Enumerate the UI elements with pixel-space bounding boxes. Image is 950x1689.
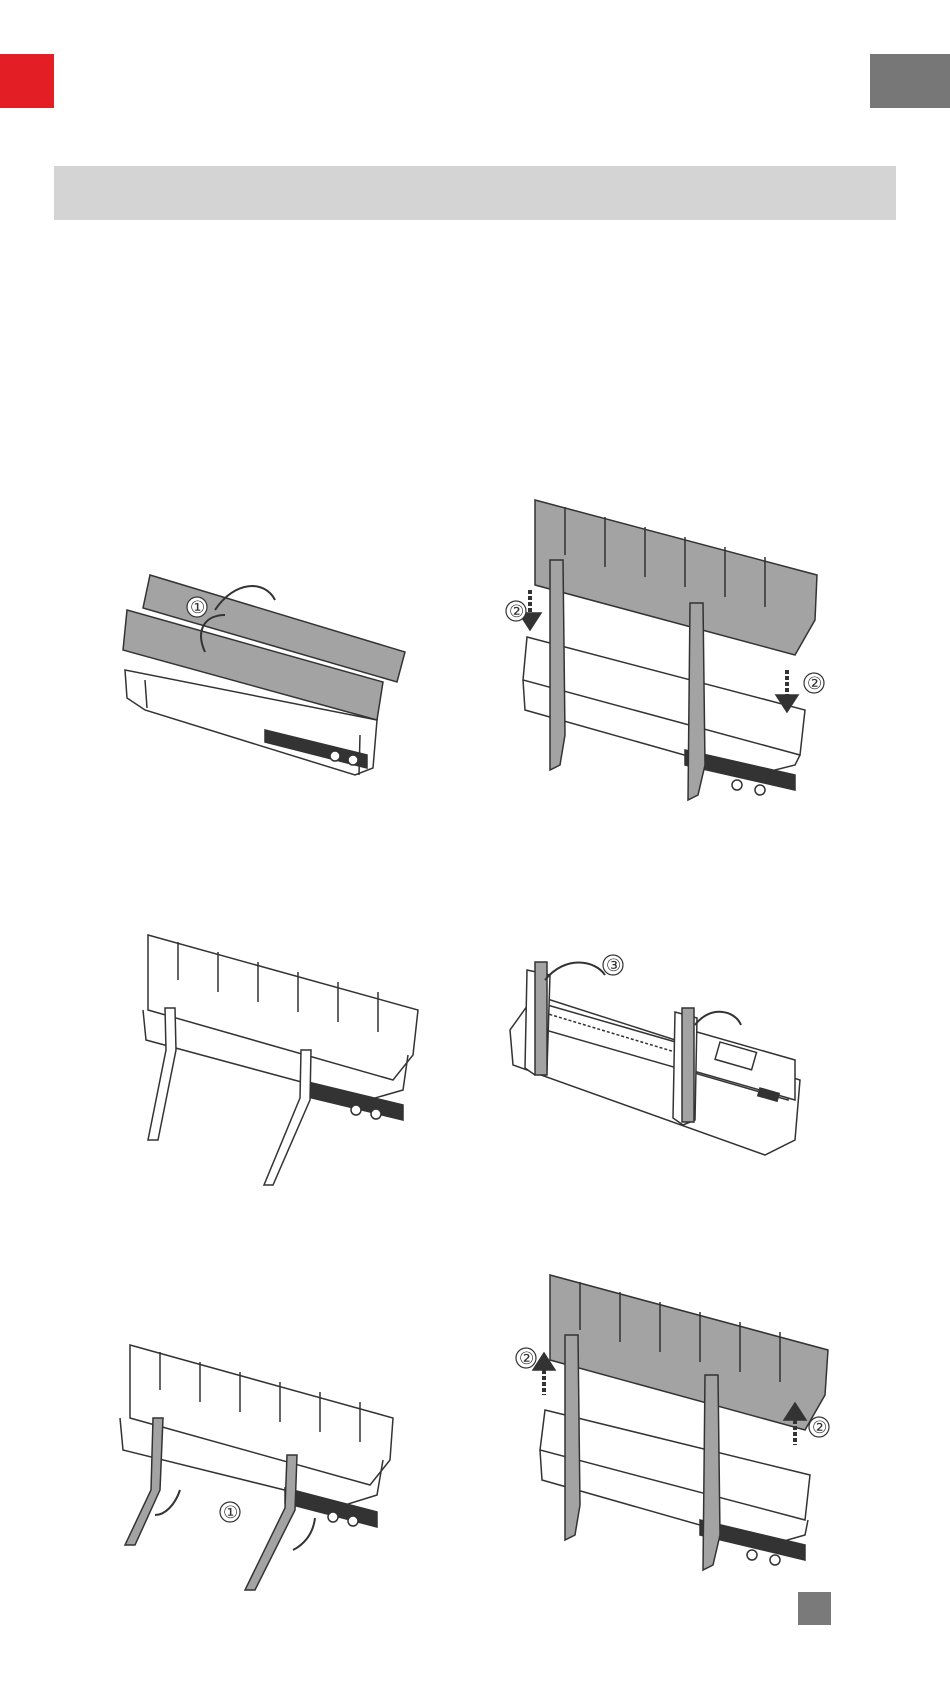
step-marker-3: ③ [603, 955, 623, 975]
step-marker-2-lift-right: ② [809, 1417, 829, 1437]
page-marker [798, 1592, 831, 1625]
svg-text:③: ③ [606, 956, 621, 975]
svg-text:②: ② [807, 674, 822, 693]
section-title-bar [54, 166, 896, 220]
svg-text:①: ① [190, 598, 205, 617]
step-marker-1: ① [187, 597, 207, 617]
illustration-fold-panels: ① [115, 570, 415, 780]
step-marker-2-right: ② [804, 673, 824, 693]
svg-text:②: ② [812, 1418, 827, 1437]
step-marker-2-lift: ② [516, 1348, 536, 1368]
step-marker-2: ② [506, 601, 526, 621]
illustration-lift-tray: ② ② [520, 1270, 840, 1580]
step-marker-1-lower: ① [220, 1502, 240, 1522]
section-tab-left [0, 54, 54, 108]
illustration-tray-installed [138, 930, 428, 1190]
illustration-close-panels: ③ [505, 950, 805, 1170]
illustration-attach-tray: ② ② [505, 495, 825, 815]
illustration-pull-straps: ① [115, 1340, 405, 1590]
svg-text:②: ② [509, 602, 524, 621]
section-tab-right [870, 54, 950, 108]
svg-text:②: ② [519, 1349, 534, 1368]
svg-text:①: ① [223, 1503, 238, 1522]
